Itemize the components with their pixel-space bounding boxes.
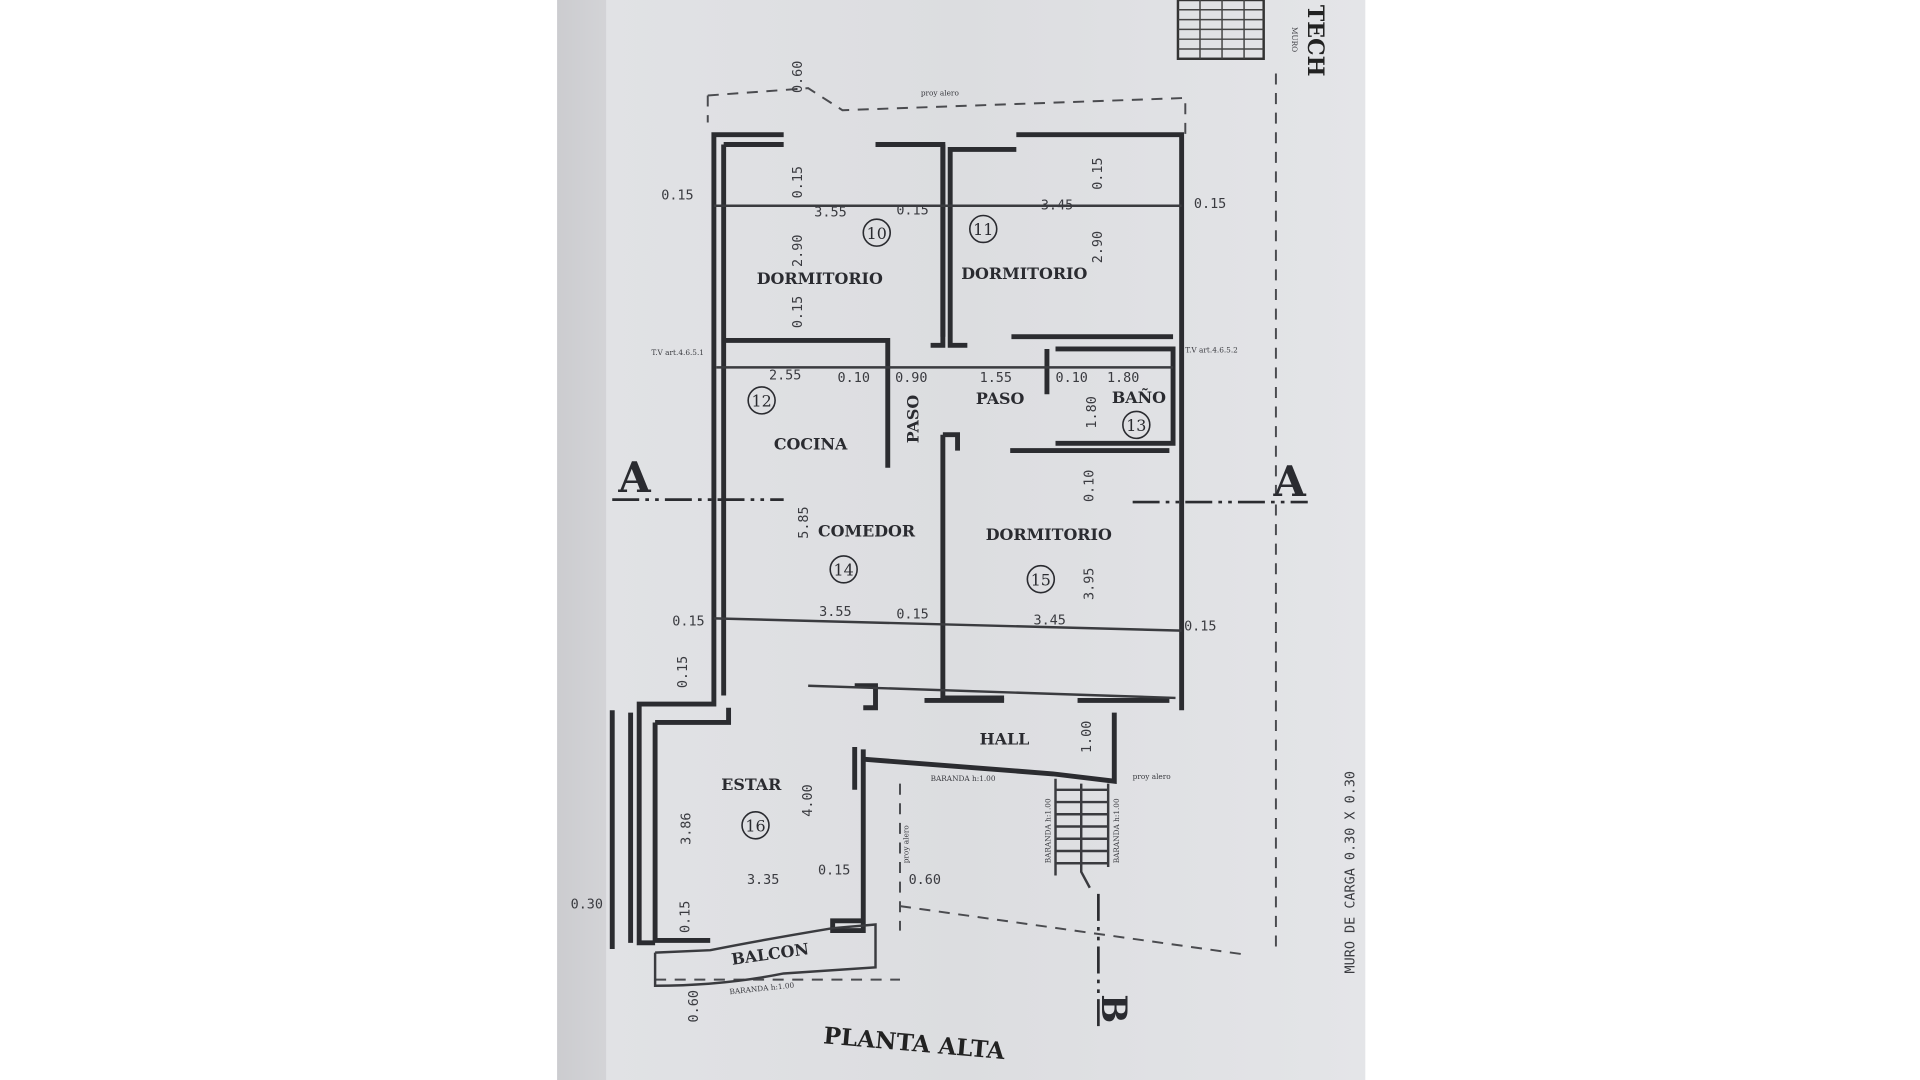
room-number-circle [969,214,998,244]
dimension-label: 1.55 [980,371,1012,386]
dimension-label: 3.55 [819,605,851,620]
dimension-label: 3.86 [680,812,695,844]
room-name-label: DORMITORIO [961,264,1087,283]
dimension-label: 0.60 [687,990,702,1022]
dimension-label: 0.10 [1082,470,1097,502]
dimension-label: 2.90 [791,235,806,267]
tv-note-right: T.V art.4.6.5.2 [1185,346,1238,355]
room-number: 14 [834,561,854,580]
paso-label: PASO [976,389,1025,408]
dimension-label: 0.60 [909,873,941,888]
paper [557,0,1366,1080]
dimension-label: 0.30 [571,898,603,913]
section-marker-b: B [1093,994,1133,1023]
baranda-stair-right: BARANDA h:1.00 [1112,798,1121,863]
dimension-label: 3.55 [814,206,846,221]
dimension-label: 2.55 [769,369,801,384]
alero-outline-left [655,783,901,981]
dimension-label: 0.15 [818,863,850,878]
muro-label: MURO [1290,27,1299,52]
dimension-label: 0.15 [791,296,806,328]
room-number: 13 [1126,416,1146,435]
room-number: 10 [867,224,887,243]
dimension-label: 3.45 [1033,613,1065,628]
dimension-label: 0.15 [1194,197,1226,212]
room-number-circle [1122,410,1151,440]
paso-vertical-label: PASO [903,395,922,444]
dimension-label: 0.15 [896,607,928,622]
dimension-label: 0.15 [896,203,928,218]
muro-carga-note: MURO DE CARGA 0.30 X 0.30 [1343,771,1358,974]
dimension-label: 0.15 [791,166,806,198]
room-number: 12 [752,392,772,411]
dimension-label: 0.15 [661,189,693,204]
dimension-label: 4.00 [801,784,816,816]
dimension-label: 1.00 [1080,721,1095,753]
dimension-label: 0.60 [791,61,806,93]
dimension-label: 5.85 [797,506,812,538]
baranda-hall: BARANDA h:1.00 [931,774,996,783]
dimension-label: 0.15 [678,901,693,933]
stairs [1054,778,1110,889]
walls [609,132,1185,987]
proy-alero-top: proy alero [921,89,960,98]
section-marker-a-right: A [1272,457,1306,506]
room-name-label: BAÑO [1112,386,1166,407]
dimension-label: 2.90 [1091,231,1106,263]
room-number: 15 [1031,570,1051,589]
dimension-label: 0.15 [1184,620,1216,635]
dimension-label: 0.90 [895,371,927,386]
section-marker-a-left: A [617,453,651,502]
proy-alero-vertical: proy alero [902,825,911,864]
property-line [899,73,1277,957]
dimension-label: 0.10 [838,371,870,386]
baranda-stair-left: BARANDA h:1.00 [1044,798,1053,863]
dimension-label: 0.15 [672,615,704,630]
dimension-label: 1.80 [1085,396,1100,428]
alero-outline [706,87,1187,135]
room-number: 16 [745,816,765,835]
dimension-label: 3.35 [747,873,779,888]
room-number-circle [1026,564,1056,594]
room-name-label: DORMITORIO [757,269,883,288]
tv-note-left: T.V art.4.6.5.1 [651,348,704,357]
hatched-wall-block [1176,0,1265,60]
dimension-label: 3.45 [1041,198,1073,213]
dimension-label: 0.15 [676,656,691,688]
dimension-label: 0.10 [1056,371,1088,386]
dimension-label: 1.80 [1107,371,1139,386]
room-name-label: COCINA [774,434,848,453]
techo-label: TECH [1302,5,1328,77]
dimension-label: 0.15 [1091,157,1106,189]
proy-alero-right: proy alero [1133,772,1172,781]
room-name-label: ESTAR [721,775,782,794]
room-number-circle [747,386,776,415]
dimension-label: 3.95 [1082,568,1097,600]
hall-label: HALL [980,729,1030,748]
room-number-circle [862,218,892,247]
room-name-label: COMEDOR [818,521,916,540]
room-number-circle [829,555,858,584]
room-number-circle [741,811,770,840]
room-name-label: DORMITORIO [986,525,1112,544]
paper-torn-edge [557,0,607,1080]
room-number: 11 [973,220,993,239]
